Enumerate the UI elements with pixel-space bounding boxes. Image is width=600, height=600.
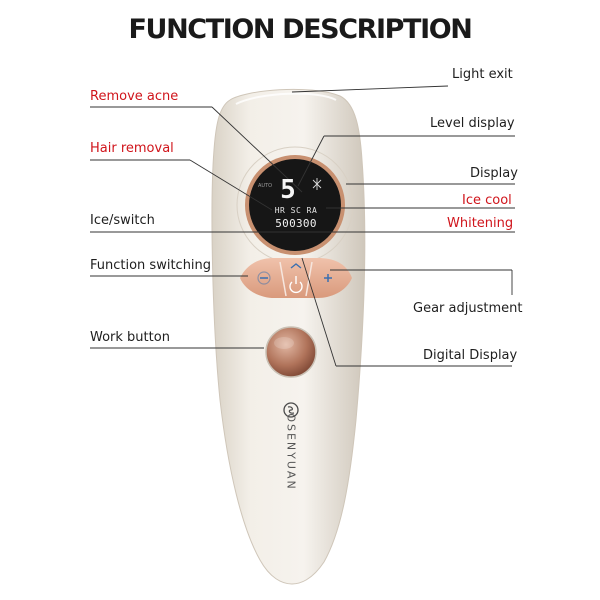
label-digital-display: Digital Display xyxy=(423,348,518,363)
mode-indicators: HR SC RA xyxy=(274,206,318,215)
leader-lines xyxy=(90,85,515,367)
label-display: Display xyxy=(470,166,518,181)
label-ice-cool: Ice cool xyxy=(462,193,512,208)
label-whitening: Whitening xyxy=(447,216,514,231)
label-work-button: Work button xyxy=(90,330,170,345)
label-hair-removal: Hair removal xyxy=(90,141,174,156)
plus-icon xyxy=(324,274,332,282)
level-digit: 5 xyxy=(280,175,296,205)
shot-counter: 500300 xyxy=(275,217,317,230)
label-light-exit: Light exit xyxy=(452,67,513,82)
snowflake-icon xyxy=(312,178,322,190)
minus-icon xyxy=(257,271,271,285)
power-icon xyxy=(289,263,303,294)
label-remove-acne: Remove acne xyxy=(90,89,179,104)
page-title: FUNCTION DESCRIPTION xyxy=(128,14,473,45)
brand-logo-icon xyxy=(283,402,299,418)
label-gear-adjustment: Gear adjustment xyxy=(413,301,523,316)
label-level-display: Level display xyxy=(430,116,515,131)
work-button xyxy=(265,326,317,378)
label-function-switching: Function switching xyxy=(90,258,212,273)
label-ice-switch: Ice/switch xyxy=(90,213,155,228)
auto-indicator: AUTO xyxy=(258,183,273,189)
brand-name: OSENYUAN xyxy=(284,413,298,491)
lcd-screen xyxy=(249,159,341,251)
